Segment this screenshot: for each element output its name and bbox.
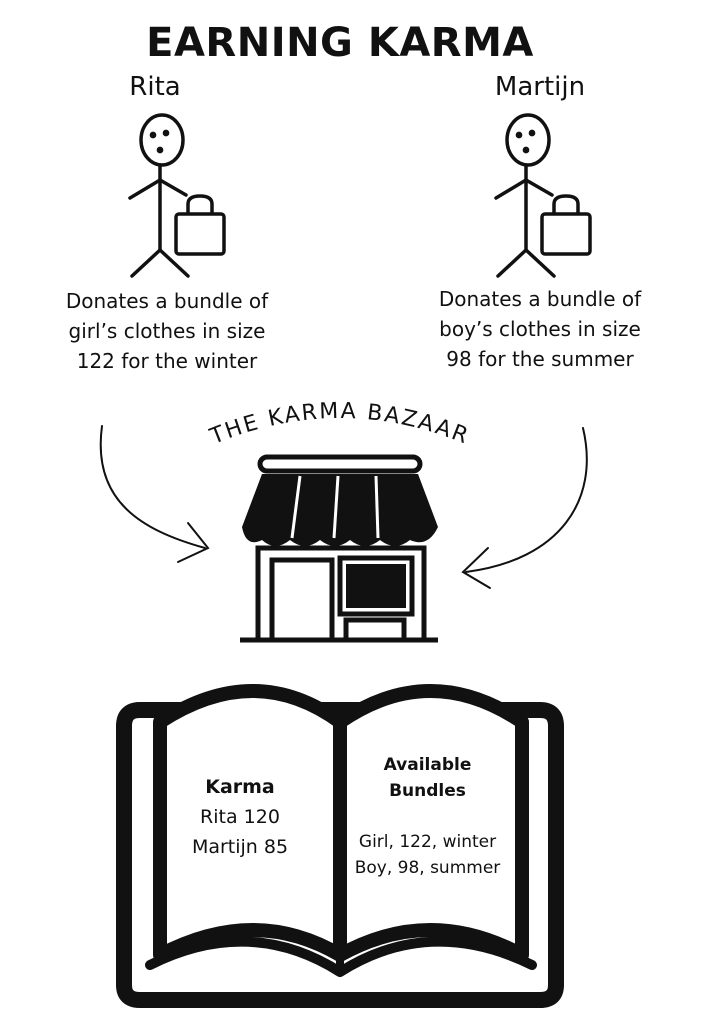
rita-description: Donates a bundle of girl’s clothes in si… bbox=[65, 289, 269, 373]
karma-heading: Karma bbox=[205, 776, 275, 798]
bundles-heading: Available Bundles bbox=[383, 755, 472, 801]
martijn-bag-icon bbox=[540, 194, 592, 256]
shop-label: THE KARMA BAZAAR bbox=[206, 399, 473, 450]
karma-entry: Martijn 85 bbox=[191, 836, 289, 858]
shop-icon bbox=[240, 454, 438, 643]
ledger-book-icon bbox=[116, 684, 564, 1008]
arrow-left-icon bbox=[99, 425, 210, 563]
rita-figure bbox=[128, 113, 190, 278]
page-title: EARNING KARMA bbox=[146, 20, 534, 66]
rita-bag-icon bbox=[174, 194, 226, 256]
bundle-entry: Boy, 98, summer bbox=[354, 858, 501, 878]
rita-name: Rita bbox=[129, 72, 181, 102]
bundle-entry: Girl, 122, winter bbox=[358, 832, 497, 852]
arrow-right-icon bbox=[461, 427, 588, 589]
martijn-description: Donates a bundle of boy’s clothes in siz… bbox=[438, 287, 642, 371]
martijn-figure bbox=[494, 113, 556, 278]
karma-entry: Rita 120 bbox=[200, 806, 280, 828]
martijn-name: Martijn bbox=[494, 72, 586, 102]
